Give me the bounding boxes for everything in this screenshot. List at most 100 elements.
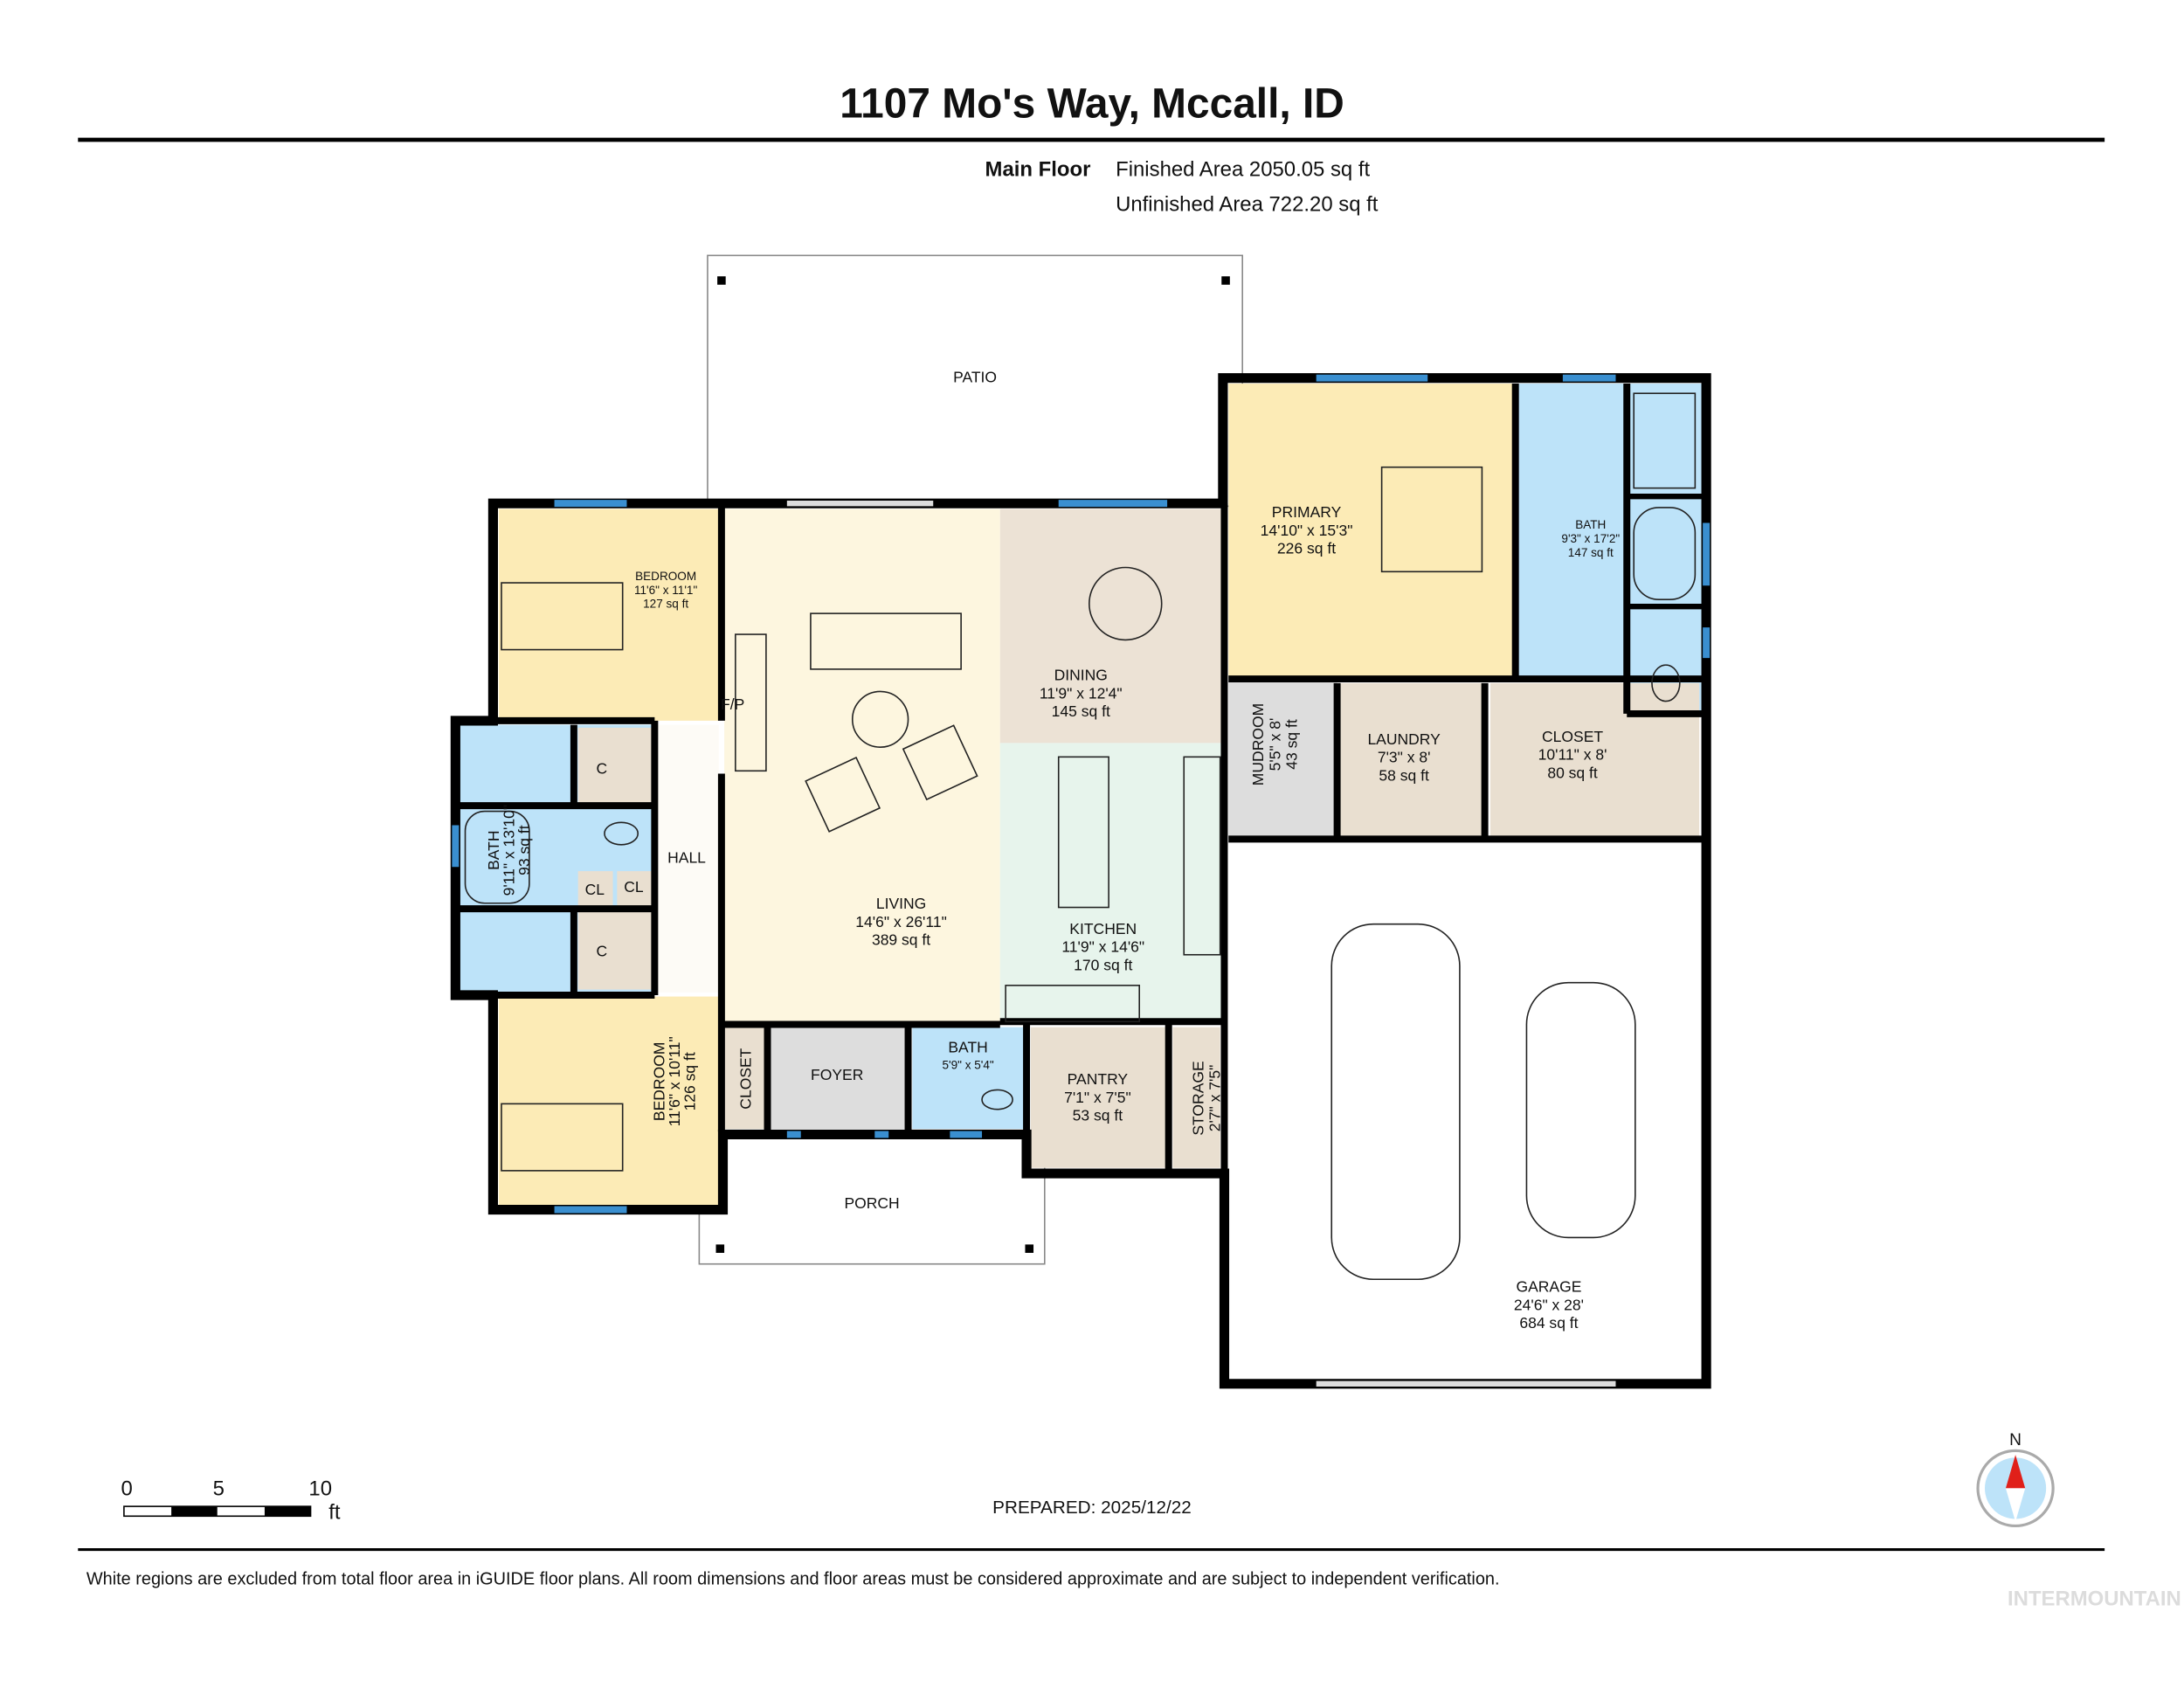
scale-tick-10: 10	[308, 1477, 332, 1500]
finished-area: Finished Area 2050.05 sq ft	[1116, 157, 1370, 181]
bed-icon	[1380, 466, 1483, 573]
laundry-area: 58 sq ft	[1379, 766, 1429, 784]
porch: PORCH	[698, 1131, 1046, 1265]
bath-small-dims: 5'9" x 5'4"	[942, 1058, 993, 1071]
fireplace-label: F/P	[721, 695, 744, 713]
room-primary	[1228, 384, 1516, 680]
room-storage	[1172, 1027, 1220, 1168]
sofa-icon	[810, 612, 962, 670]
mudroom-area: 43 sq ft	[1282, 719, 1300, 770]
coffee-table-icon	[851, 690, 909, 748]
pantry-label: PANTRY	[1068, 1070, 1129, 1088]
compass-north-label: N	[2009, 1431, 2022, 1449]
storage-dims: 2'7" x 7'5"	[1206, 1065, 1224, 1132]
primary-bath-area: 147 sq ft	[1568, 546, 1614, 559]
room-bath-small	[912, 1027, 1024, 1130]
closet-label: CLOSET	[1542, 728, 1603, 745]
disclaimer: White regions are excluded from total fl…	[86, 1569, 1500, 1588]
closet-c1	[577, 727, 653, 803]
room-garage	[1228, 843, 1700, 1380]
toilet-icon	[604, 821, 639, 846]
room-living	[724, 508, 1000, 1022]
closet-c1-label: C	[596, 759, 607, 777]
page-title: 1107 Mo's Way, Mccall, ID	[840, 81, 1344, 128]
floor-name: Main Floor	[985, 157, 1091, 181]
pantry-area: 53 sq ft	[1073, 1106, 1123, 1124]
kitchen-dims: 11'9" x 14'6"	[1061, 938, 1144, 956]
scale-unit: ft	[328, 1500, 341, 1524]
kitchen-area: 170 sq ft	[1074, 956, 1132, 973]
closet-dims: 10'11" x 8'	[1538, 746, 1607, 764]
laundry-label: LAUNDRY	[1367, 730, 1441, 748]
closet-cl2	[617, 871, 653, 906]
closet-c2-label: C	[596, 942, 607, 959]
closet-cl1	[577, 871, 613, 906]
bedroom1-dims: 11'6" x 11'1"	[634, 584, 697, 597]
closet-area: 80 sq ft	[1547, 764, 1598, 781]
bed-icon	[501, 582, 624, 651]
closet-small-label: CLOSET	[736, 1048, 754, 1109]
living-label: LIVING	[876, 895, 926, 912]
bed-icon	[501, 1103, 624, 1172]
storage-label: STORAGE	[1190, 1061, 1207, 1135]
unfinished-area: Unfinished Area 722.20 sq ft	[1116, 192, 1379, 216]
bath-small-label: BATH	[948, 1038, 987, 1055]
dining-dims: 11'9" x 12'4"	[1040, 684, 1123, 702]
dining-area: 145 sq ft	[1052, 702, 1110, 720]
room-kitchen	[999, 743, 1223, 1022]
watermark: INTERMOUNTAIN	[2008, 1587, 2181, 1610]
room-mudroom	[1228, 679, 1337, 840]
primary-area: 226 sq ft	[1277, 540, 1336, 557]
truck-icon	[1330, 923, 1461, 1281]
toilet-icon	[1651, 664, 1681, 702]
bedroom2-area: 126 sq ft	[681, 1052, 699, 1110]
room-labels: PRIMARY 14'10" x 15'3" 226 sq ft BATH 9'…	[485, 503, 1621, 1332]
mudroom-dims: 5'5" x 8'	[1266, 718, 1283, 771]
bath-left-dims: 9'11" x 13'10"	[500, 805, 517, 896]
primary-bath-label: BATH	[1575, 518, 1606, 531]
patio-label: PATIO	[953, 368, 997, 385]
shower-icon	[1633, 392, 1697, 489]
mudroom-label: MUDROOM	[1249, 703, 1267, 785]
bedroom1-label: BEDROOM	[635, 570, 696, 583]
furniture	[464, 392, 1697, 1281]
room-primary-bath-wet	[1629, 384, 1703, 714]
fireplace-icon	[735, 633, 767, 772]
room-closet-small	[724, 1027, 766, 1130]
laundry-dims: 7'3" x 8'	[1378, 749, 1431, 766]
dining-table-icon	[1089, 566, 1163, 641]
garage-label: GARAGE	[1516, 1278, 1581, 1296]
foyer-label: FOYER	[811, 1066, 863, 1083]
toilet-icon	[981, 1089, 1013, 1110]
pantry-dims: 7'1" x 7'5"	[1064, 1089, 1131, 1106]
room-closet	[1489, 682, 1700, 837]
living-area: 389 sq ft	[872, 931, 930, 949]
room-foyer	[770, 1027, 907, 1130]
bathtub-icon	[464, 810, 530, 904]
windows	[452, 374, 1711, 1387]
room-pantry	[1030, 1027, 1168, 1168]
garage-dims: 24'6" x 28'	[1514, 1296, 1584, 1313]
closet-cl2-label: CL	[624, 878, 644, 896]
porch-label: PORCH	[844, 1194, 899, 1212]
room-hall	[657, 724, 719, 993]
hall-label: HALL	[667, 849, 706, 867]
garage-area: 684 sq ft	[1519, 1314, 1578, 1332]
primary-label: PRIMARY	[1272, 503, 1342, 521]
bath-left-label: BATH	[485, 830, 502, 869]
bedroom2-label: BEDROOM	[651, 1042, 668, 1122]
counter-icon	[1005, 985, 1141, 1023]
car-icon	[1525, 981, 1636, 1239]
primary-dims: 14'10" x 15'3"	[1261, 522, 1353, 539]
bedroom2-dims: 11'6" x 10'11"	[666, 1036, 683, 1126]
room-laundry	[1339, 682, 1485, 837]
primary-bath-dims: 9'3" x 17'2"	[1561, 532, 1620, 545]
room-dining	[999, 508, 1223, 744]
dining-label: DINING	[1054, 667, 1108, 684]
living-dims: 14'6" x 26'11"	[855, 913, 947, 930]
bath-left-area: 93 sq ft	[515, 825, 533, 875]
scale-tick-0: 0	[121, 1477, 132, 1500]
bathtub-icon	[1633, 507, 1697, 600]
armchair-icon	[805, 756, 881, 833]
